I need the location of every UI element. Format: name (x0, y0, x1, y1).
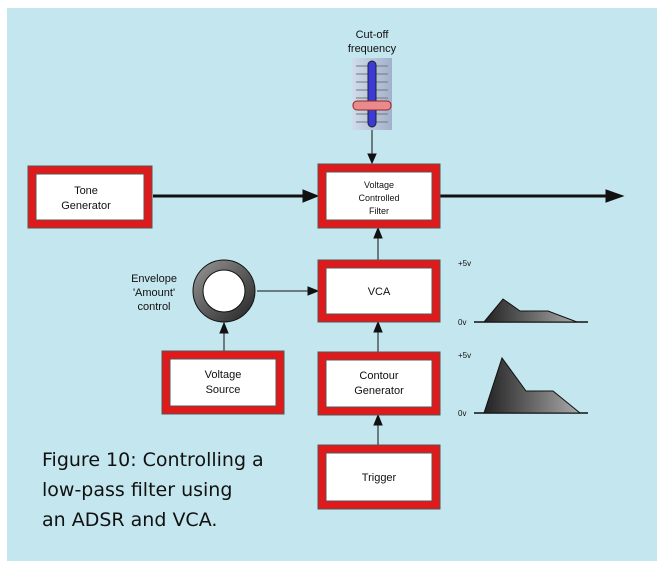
arrowhead-trigger-up (373, 413, 383, 426)
vca-env-top-label: +5v (458, 259, 471, 268)
cutoff-label-2: frequency (348, 43, 397, 55)
caption-line-2: low-pass filter using (42, 479, 232, 501)
trigger-label: Trigger (362, 472, 397, 484)
voltage-source-block: Voltage Source (161, 350, 285, 415)
cutoff-slider: Cut-off frequency (348, 29, 397, 130)
contour-generator-label-2: Generator (354, 385, 404, 397)
tone-generator-label-1: Tone (74, 185, 98, 197)
vcf-block: Voltage Controlled Filter (317, 163, 441, 229)
arrowhead-vca-up (373, 226, 383, 239)
contour-env-top-label: +5v (458, 351, 471, 360)
tone-generator-label-2: Generator (61, 200, 111, 212)
contour-env-bottom-label: 0v (458, 409, 466, 418)
contour-envelope-graph: +5v 0v (458, 351, 588, 418)
vca-block: VCA (317, 259, 441, 323)
vca-label: VCA (368, 286, 391, 298)
envelope-label-3: control (137, 301, 170, 313)
tone-generator-block: Tone Generator (27, 165, 153, 229)
vca-envelope-graph: +5v 0v (458, 259, 588, 327)
contour-env-shape (483, 356, 582, 414)
slider-thumb (352, 100, 392, 111)
envelope-label-2: 'Amount' (133, 287, 175, 299)
slider-rail (367, 60, 377, 128)
voltage-source-label-2: Source (206, 384, 241, 396)
arrowhead-knob (307, 286, 320, 296)
figure-caption: Figure 10: Controlling a low-pass filter… (42, 449, 264, 531)
vca-env-bottom-label: 0v (458, 318, 466, 327)
vcf-label-2: Controlled (358, 193, 399, 203)
contour-generator-label-1: Contour (359, 370, 398, 382)
trigger-block: Trigger (317, 444, 441, 510)
contour-generator-block: Contour Generator (317, 351, 441, 416)
connections (153, 130, 625, 445)
envelope-amount-knob: Envelope 'Amount' control (131, 259, 256, 323)
arrowhead-cutoff (367, 153, 377, 165)
vca-env-shape (482, 298, 578, 323)
cutoff-label-1: Cut-off (356, 29, 390, 41)
arrowhead-filter-in (302, 189, 320, 203)
caption-line-3: an ADSR and VCA. (42, 509, 217, 531)
vcf-label-1: Voltage (364, 180, 394, 190)
arrowhead-contour-up (373, 320, 383, 333)
voltage-source-label-1: Voltage (205, 369, 242, 381)
knob-face (202, 269, 246, 313)
caption-line-1: Figure 10: Controlling a (42, 449, 264, 471)
envelope-label-1: Envelope (131, 273, 177, 285)
vcf-label-3: Filter (369, 206, 389, 216)
arrowhead-source-up (219, 321, 229, 334)
arrowhead-output (605, 189, 625, 203)
